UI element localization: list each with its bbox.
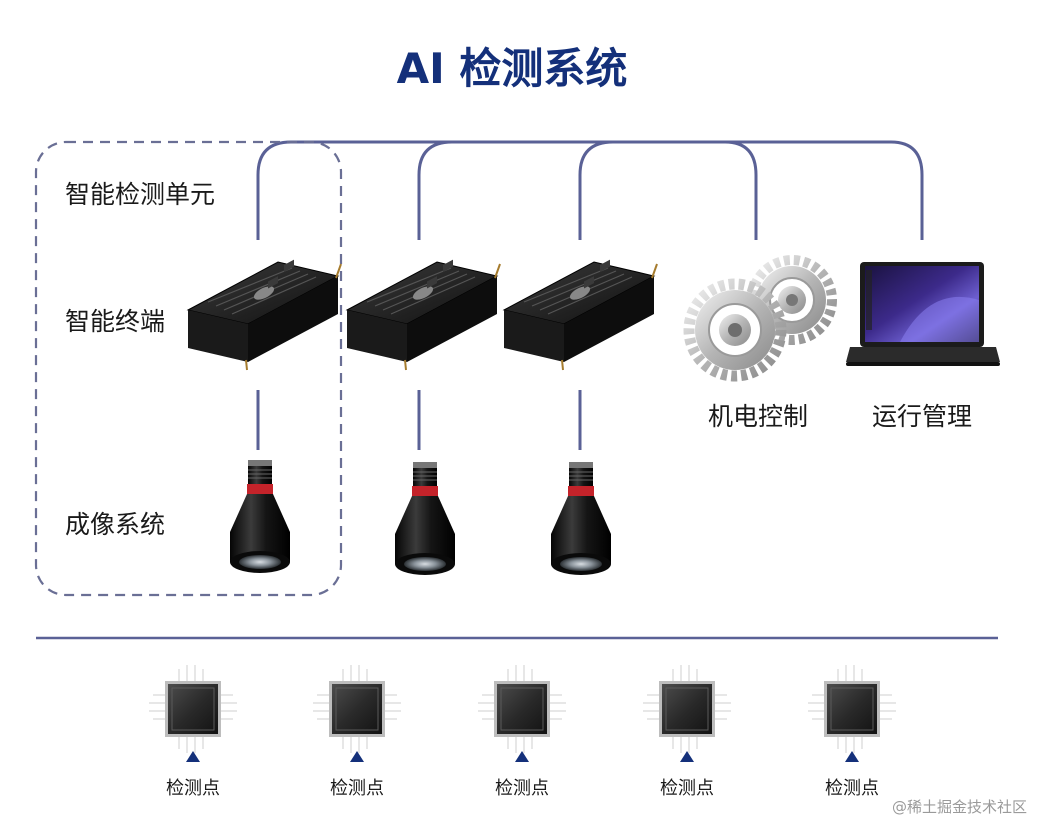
detection-point: 检测点 [148, 664, 238, 799]
edge-computer-icon [346, 258, 501, 371]
detection-point: 检测点 [642, 664, 732, 799]
chip-icon [642, 664, 732, 754]
detection-point-label: 检测点 [660, 778, 714, 799]
industrial-lens-icon [394, 461, 456, 576]
label-imaging: 成像系统 [65, 510, 165, 539]
edge-computer-icon [503, 258, 658, 371]
chip-icon [312, 664, 402, 754]
triangle-up-icon [350, 751, 364, 762]
connection-bus [256, 140, 924, 240]
detection-point: 检测点 [312, 664, 402, 799]
triangle-up-icon [680, 751, 694, 762]
triangle-up-icon [845, 751, 859, 762]
triangle-up-icon [186, 751, 200, 762]
laptop-icon [846, 262, 1000, 366]
label-terminal: 智能终端 [65, 307, 165, 336]
label-motion-control: 机电控制 [708, 402, 808, 431]
detection-point-label: 检测点 [825, 778, 879, 799]
chip-icon [807, 664, 897, 754]
label-operations-management: 运行管理 [872, 402, 972, 431]
label-detection-unit: 智能检测单元 [65, 180, 215, 209]
industrial-lens-icon [229, 459, 291, 574]
watermark: @稀土掘金技术社区 [892, 798, 1027, 816]
chip-icon [477, 664, 567, 754]
gears-icon [683, 255, 837, 382]
detection-point: 检测点 [477, 664, 567, 799]
page-title: AI 检测系统 [397, 44, 628, 93]
detection-point: 检测点 [807, 664, 897, 799]
detection-point-label: 检测点 [495, 778, 549, 799]
detection-point-label: 检测点 [330, 778, 384, 799]
detection-unit-box [34, 140, 343, 597]
chip-icon [148, 664, 238, 754]
triangle-up-icon [515, 751, 529, 762]
industrial-lens-icon [550, 461, 612, 576]
detection-point-label: 检测点 [166, 778, 220, 799]
edge-computer-icon [187, 258, 342, 371]
